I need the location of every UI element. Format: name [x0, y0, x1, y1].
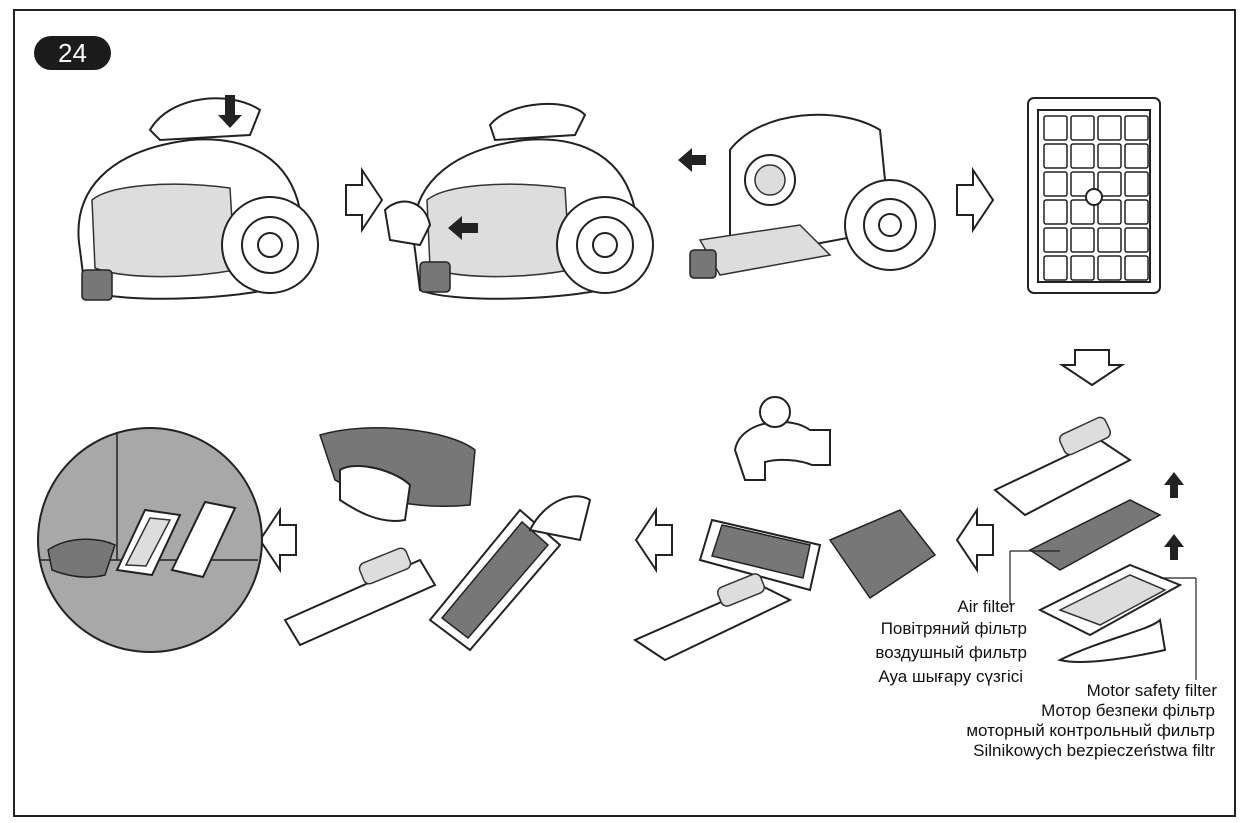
step-arrow-4-icon: [636, 510, 672, 570]
step-arrow-3-icon: [957, 510, 993, 570]
step2-vacuum-illustration: [385, 104, 653, 299]
filter-grid-cell: [1071, 144, 1094, 168]
exploded-filters-illustration: [995, 415, 1196, 680]
air-filter-label-2: воздушный фильтр: [875, 643, 1027, 663]
filter-grid-cell: [1125, 200, 1148, 224]
motor-filter-label-0: Motor safety filter: [1087, 681, 1217, 701]
filter-grid-cell: [1125, 256, 1148, 280]
filter-grid-cell: [1071, 228, 1094, 252]
step1-vacuum-illustration: [78, 95, 318, 300]
filter-grid-cell: [1125, 172, 1148, 196]
filter-grid-cell: [1044, 200, 1067, 224]
step3-open-vacuum-illustration: [690, 115, 935, 278]
air-filter-label-0: Air filter: [957, 597, 1015, 617]
filter-grid-cell: [1125, 228, 1148, 252]
filter-cover-illustration: [1028, 98, 1160, 293]
filter-grid-cell: [1098, 256, 1121, 280]
air-filter-label-3: Ауа шығару сүзгісі: [878, 667, 1023, 687]
filter-grid-cell: [1098, 200, 1121, 224]
filter-grid-cell: [1044, 256, 1067, 280]
motor-filter-label-3: Silnikowych bezpieczeństwa filtr: [973, 741, 1215, 761]
step-arrow-5-icon: [260, 510, 296, 570]
filter-grid-cell: [1071, 256, 1094, 280]
filter-grid-cell: [1125, 116, 1148, 140]
filter-grid-cell: [1044, 144, 1067, 168]
filter-grid-cell: [1071, 116, 1094, 140]
motor-filter-label-2: моторный контрольный фильтр: [966, 721, 1215, 741]
filter-grid-cell: [1098, 228, 1121, 252]
step-arrow-1-icon: [346, 170, 382, 230]
filter-grid-cell: [1125, 144, 1148, 168]
filter-grid-cell: [1044, 116, 1067, 140]
air-filter-label-1: Повітряний фільтр: [881, 619, 1027, 639]
filter-grid-cell: [1098, 116, 1121, 140]
step-arrow-down-icon: [1062, 350, 1122, 385]
filter-grid-cell: [1044, 172, 1067, 196]
filter-grid-cell: [1044, 228, 1067, 252]
remove-direction-arrow-icon: [678, 148, 706, 172]
motor-filter-label-1: Мотор безпеки фільтр: [1041, 701, 1215, 721]
squeezing-filter-illustration: [285, 428, 590, 650]
filter-grid-cell: [1098, 144, 1121, 168]
step-arrow-2-icon: [957, 170, 993, 230]
drying-filters-inset-illustration: [38, 428, 262, 652]
